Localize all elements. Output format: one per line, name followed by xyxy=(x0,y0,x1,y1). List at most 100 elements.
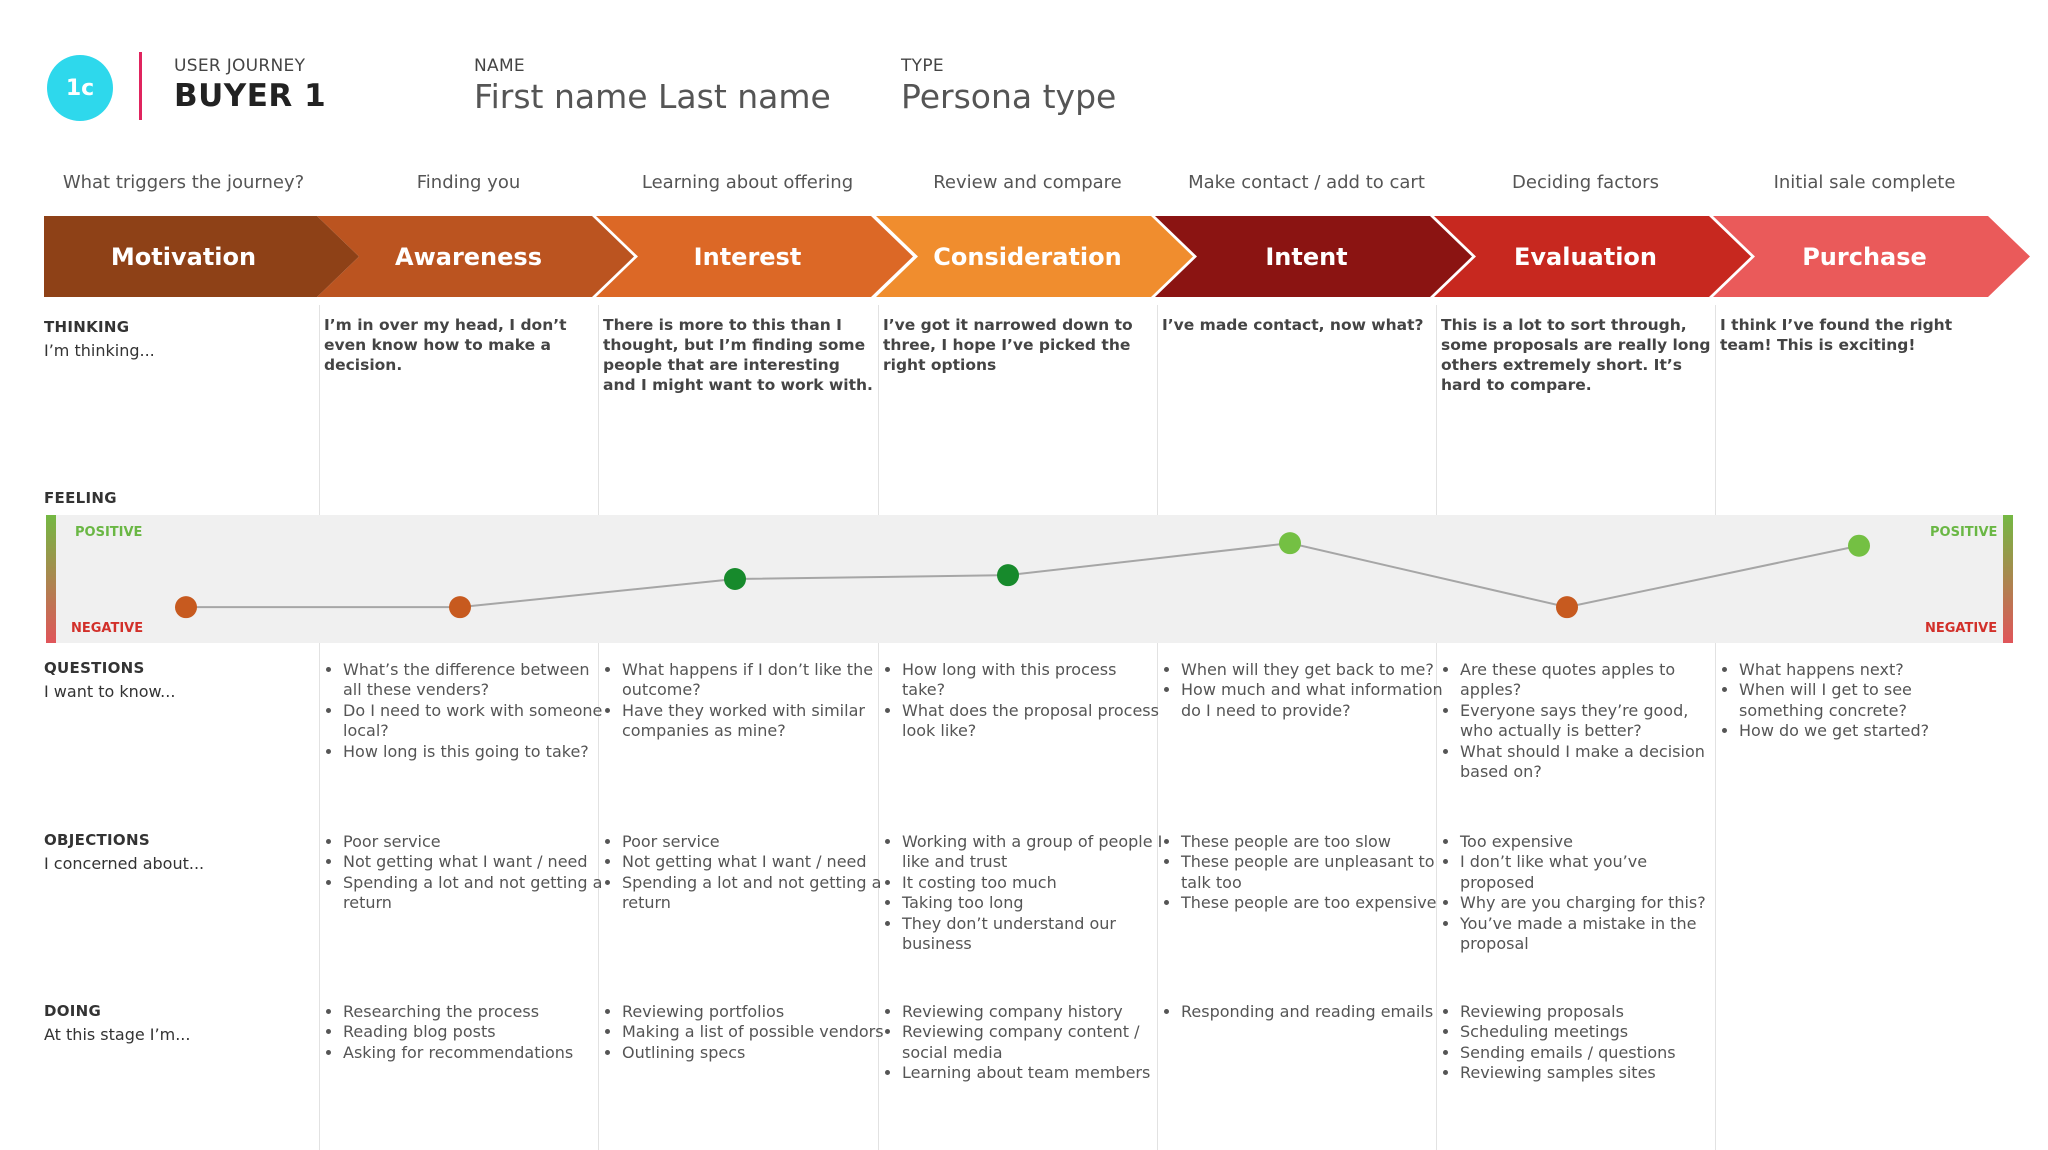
list-item: Not getting what I want / need xyxy=(343,852,605,872)
questions-list: When will they get back to me?How much a… xyxy=(1162,660,1443,721)
stage-label-purchase: Purchase xyxy=(1802,243,1927,271)
trigger-awareness: Finding you xyxy=(416,172,521,193)
row-title-doing: DOING xyxy=(44,1002,102,1020)
list-item: Reviewing portfolios xyxy=(622,1002,884,1022)
stage-arrow-awareness xyxy=(317,216,634,297)
list-item: Not getting what I want / need xyxy=(622,852,884,872)
list-item: Do I need to work with someone local? xyxy=(343,701,605,742)
list-item: Scheduling meetings xyxy=(1460,1022,1722,1042)
questions-list: What’s the difference between all these … xyxy=(324,660,605,762)
list-item: You’ve made a mistake in the proposal xyxy=(1460,914,1722,955)
list-item: These people are unpleasant to talk too xyxy=(1181,852,1443,893)
list-item: Responding and reading emails xyxy=(1181,1002,1443,1022)
list-item: How do we get started? xyxy=(1739,721,2001,741)
thinking-text: I’ve got it narrowed down to three, I ho… xyxy=(883,316,1133,374)
stage-label-motivation: Motivation xyxy=(110,243,257,271)
stage-label-intent: Intent xyxy=(1265,243,1348,271)
column-divider xyxy=(1715,305,1716,1150)
list-item: Outlining specs xyxy=(622,1043,884,1063)
list-item: These people are too expensive xyxy=(1181,893,1443,913)
row-title-questions: QUESTIONS xyxy=(44,659,145,677)
negative-label-right: NEGATIVE xyxy=(1925,621,1998,636)
stage-label-evaluation: Evaluation xyxy=(1513,243,1657,271)
list-item: Reading blog posts xyxy=(343,1022,605,1042)
questions-list: What happens if I don’t like the outcome… xyxy=(603,660,884,742)
feeling-point-awareness xyxy=(449,596,471,619)
doing-list: Responding and reading emails xyxy=(1162,1002,1443,1022)
list-item: Reviewing company content / social media xyxy=(902,1022,1164,1063)
doing-list: Reviewing company historyReviewing compa… xyxy=(883,1002,1164,1084)
feeling-point-purchase xyxy=(1848,534,1870,557)
list-item: I don’t like what you’ve proposed xyxy=(1460,852,1722,893)
trigger-purchase: Initial sale complete xyxy=(1773,172,1956,193)
objections-list: Too expensiveI don’t like what you’ve pr… xyxy=(1441,832,1722,954)
list-item: How long with this process take? xyxy=(902,660,1164,701)
feeling-point-intent xyxy=(1279,532,1301,555)
list-item: It costing too much xyxy=(902,873,1164,893)
stage-arrow-purchase xyxy=(1713,216,2030,297)
objections-list: Poor serviceNot getting what I want / ne… xyxy=(603,832,884,914)
list-item: What’s the difference between all these … xyxy=(343,660,605,701)
thinking-text: I’ve made contact, now what? xyxy=(1162,316,1424,334)
column-divider xyxy=(878,305,879,1150)
list-item: Poor service xyxy=(622,832,884,852)
questions-list: Are these quotes apples to apples?Everyo… xyxy=(1441,660,1722,782)
feeling-scale-left xyxy=(46,515,56,643)
column-divider xyxy=(319,305,320,1150)
feeling-point-evaluation xyxy=(1556,596,1578,619)
doing-list: Reviewing proposalsScheduling meetingsSe… xyxy=(1441,1002,1722,1084)
journey-title: BUYER 1 xyxy=(174,78,327,114)
feeling-point-interest xyxy=(724,568,746,590)
list-item: Poor service xyxy=(343,832,605,852)
thinking-text: I’m in over my head, I don’t even know h… xyxy=(324,316,567,374)
list-item: Reviewing proposals xyxy=(1460,1002,1722,1022)
list-item: Everyone says they’re good, who actually… xyxy=(1460,701,1722,742)
list-item: How long is this going to take? xyxy=(343,742,605,762)
feeling-band xyxy=(46,515,2013,643)
column-divider xyxy=(1436,305,1437,1150)
type-label: TYPE xyxy=(901,56,944,76)
row-title-thinking: THINKING xyxy=(44,318,130,336)
list-item: How much and what information do I need … xyxy=(1181,680,1443,721)
list-item: Too expensive xyxy=(1460,832,1722,852)
list-item: Working with a group of people I like an… xyxy=(902,832,1164,873)
list-item: Spending a lot and not getting a return xyxy=(622,873,884,914)
feeling-scale-right xyxy=(2003,515,2013,643)
stage-arrow-consideration xyxy=(876,216,1193,297)
row-title-objections: OBJECTIONS xyxy=(44,831,150,849)
row-title-feeling: FEELING xyxy=(44,489,117,507)
objections-list: These people are too slowThese people ar… xyxy=(1162,832,1443,914)
thinking-text: I think I’ve found the right team! This … xyxy=(1720,316,1953,354)
list-item: Asking for recommendations xyxy=(343,1043,605,1063)
list-item: They don’t understand our business xyxy=(902,914,1164,955)
trigger-intent: Make contact / add to cart xyxy=(1188,172,1425,193)
stage-label-consideration: Consideration xyxy=(933,243,1122,271)
journey-label: USER JOURNEY xyxy=(174,56,306,76)
type-value: Persona type xyxy=(901,77,1117,116)
list-item: Spending a lot and not getting a return xyxy=(343,873,605,914)
negative-label-left: NEGATIVE xyxy=(71,621,144,636)
list-item: When will they get back to me? xyxy=(1181,660,1443,680)
list-item: Sending emails / questions xyxy=(1460,1043,1722,1063)
stage-label-awareness: Awareness xyxy=(395,243,542,271)
thinking-text: This is a lot to sort through, some prop… xyxy=(1441,316,1711,394)
column-divider xyxy=(1157,305,1158,1150)
feeling-point-motivation xyxy=(175,596,197,619)
row-sub-questions: I want to know... xyxy=(44,682,176,701)
list-item: These people are too slow xyxy=(1181,832,1443,852)
questions-list: How long with this process take?What doe… xyxy=(883,660,1164,742)
row-sub-doing: At this stage I’m... xyxy=(44,1025,191,1044)
positive-label-left: POSITIVE xyxy=(75,525,143,540)
stage-arrow-evaluation xyxy=(1434,216,1751,297)
positive-label-right: POSITIVE xyxy=(1930,525,1998,540)
list-item: Reviewing samples sites xyxy=(1460,1063,1722,1083)
list-item: Reviewing company history xyxy=(902,1002,1164,1022)
list-item: Making a list of possible vendors xyxy=(622,1022,884,1042)
name-value: First name Last name xyxy=(474,77,831,116)
column-divider xyxy=(598,305,599,1150)
trigger-interest: Learning about offering xyxy=(641,172,854,193)
stage-arrow-interest xyxy=(596,216,913,297)
row-sub-thinking: I’m thinking... xyxy=(44,341,155,360)
